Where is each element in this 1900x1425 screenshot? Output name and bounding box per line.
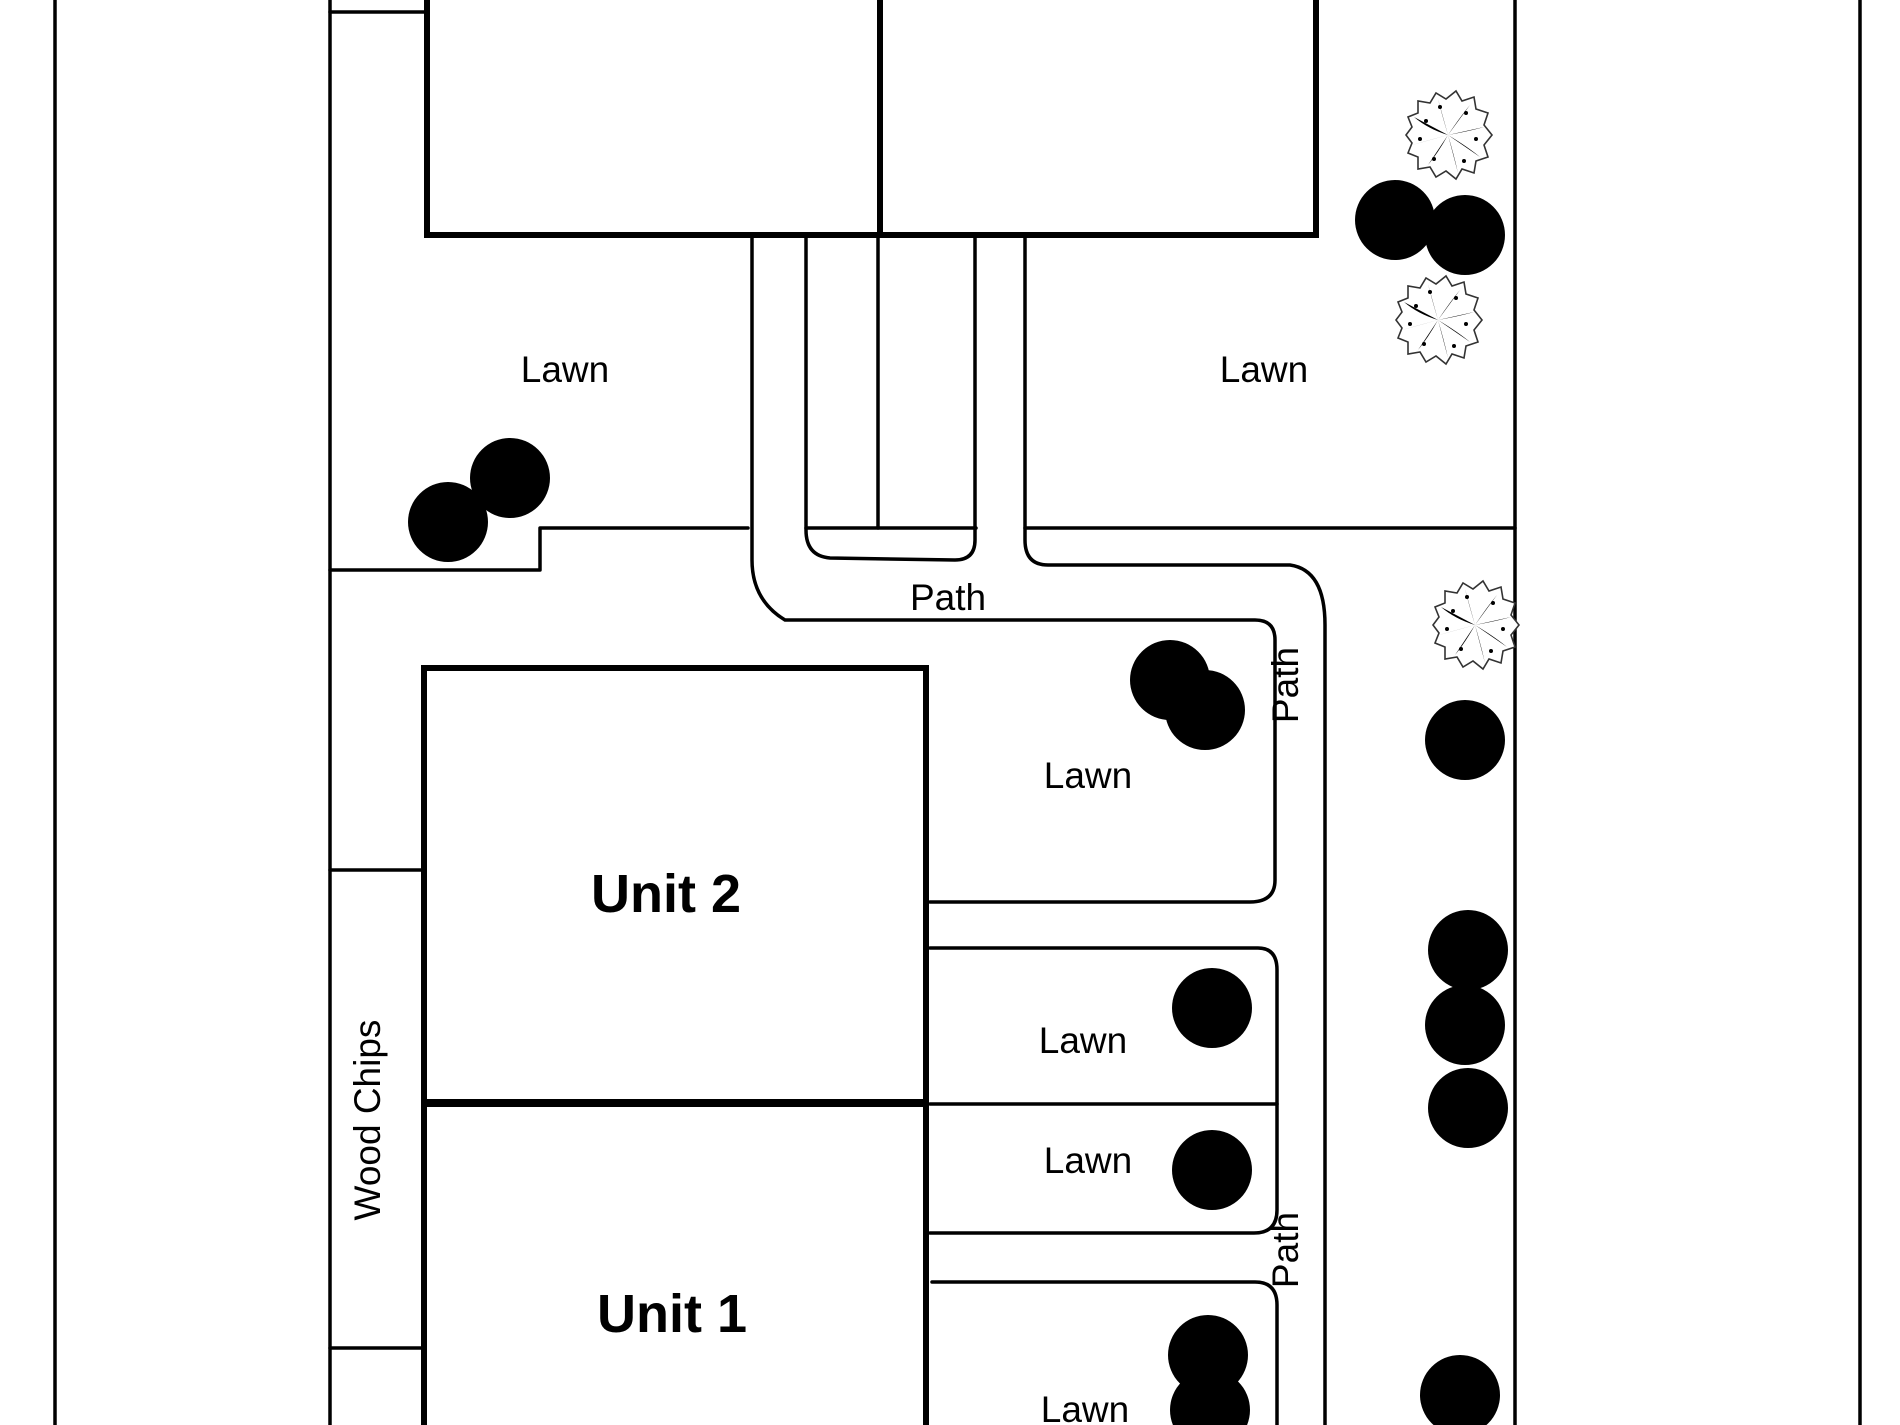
shrub-group-top-left	[408, 438, 550, 562]
shrub-icon	[1165, 670, 1245, 750]
shrub-icon	[1425, 195, 1505, 275]
lawn-top-left-border	[328, 526, 750, 572]
shrub-icon	[1420, 1355, 1500, 1425]
palm-shrub-icon	[1395, 275, 1483, 365]
lawn-mid-label: Lawn	[1044, 755, 1132, 796]
path-right-upper-label: Path	[1265, 647, 1306, 723]
shrub-icon	[1428, 1068, 1508, 1148]
path-network	[750, 236, 1327, 1425]
inner-boundary	[328, 0, 1517, 1425]
shrub-icon	[408, 482, 488, 562]
lawn-top-right-label: Lawn	[1220, 349, 1308, 390]
path-right-lower-label: Path	[1265, 1212, 1306, 1288]
shrub-icon	[1428, 910, 1508, 990]
lawn-row-3-label: Lawn	[1041, 1389, 1129, 1425]
wood-chips-label: Wood Chips	[347, 1020, 388, 1221]
lawn-top-left-label: Lawn	[521, 349, 609, 390]
lawn-rows	[928, 946, 1279, 1425]
shrub-group-lawn-mid	[1130, 640, 1245, 750]
lawn-row-1-label: Lawn	[1039, 1020, 1127, 1061]
palm-shrub-icon	[1432, 580, 1520, 670]
unit-1-label: Unit 1	[597, 1284, 747, 1344]
palm-shrub-icon	[1405, 90, 1493, 180]
shrub-group-right-lower	[1420, 910, 1508, 1425]
wood-chips-strip	[328, 868, 426, 1350]
shrub-icon	[1355, 180, 1435, 260]
shrub-icon	[1425, 985, 1505, 1065]
shrub-group-top-right	[1355, 90, 1505, 365]
shrub-icon	[1172, 1130, 1252, 1210]
top-building	[424, 0, 1319, 238]
lawn-row-2-label: Lawn	[1044, 1140, 1132, 1181]
path-top-label: Path	[910, 577, 986, 618]
lot-boundary	[53, 0, 1862, 1425]
unit-2-label: Unit 2	[591, 864, 741, 924]
shrub-group-lawn-rows	[1168, 968, 1252, 1425]
shrub-icon	[1172, 968, 1252, 1048]
shrub-group-right-mid	[1425, 580, 1520, 780]
unit-1-building	[421, 1101, 929, 1425]
shrub-icon	[1425, 700, 1505, 780]
